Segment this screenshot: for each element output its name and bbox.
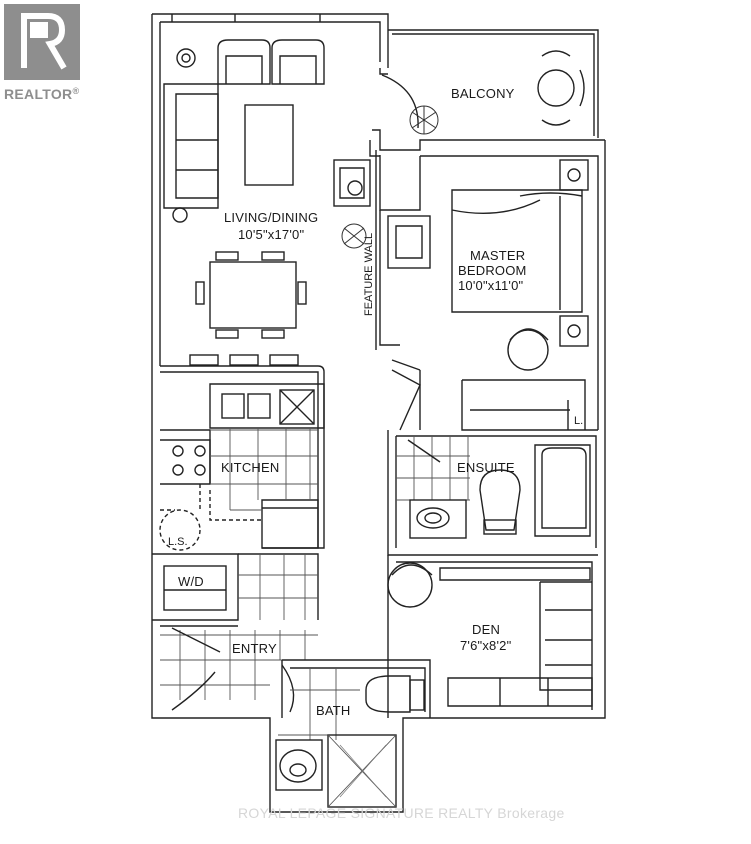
coffee-table: [244, 104, 294, 186]
living-dining-size: 10'5"x17'0": [238, 227, 304, 242]
washer-dryer: [163, 565, 227, 611]
realtor-logo-mark: [4, 4, 80, 80]
realtor-logo: REALTOR®: [4, 4, 80, 102]
realtor-logo-text: REALTOR®: [4, 86, 80, 102]
den-size: 7'6"x8'2": [460, 638, 512, 653]
linen-storage-label: L.S.: [168, 536, 188, 548]
master-bedroom-label-1: MASTER: [470, 248, 525, 263]
wd-label: W/D: [178, 574, 204, 589]
kitchen-label: KITCHEN: [221, 460, 279, 475]
master-bed: [451, 189, 583, 313]
dining-table: [209, 261, 297, 329]
balcony-outline: [388, 29, 599, 138]
ensuite-label: ENSUITE: [457, 460, 515, 475]
feature-wall-label: FEATURE WALL: [363, 233, 375, 316]
exterior-wall-outline: [151, 14, 606, 813]
exterior-wall-top: [152, 13, 389, 68]
linen-closet-label: L.: [574, 415, 583, 427]
entry-label: ENTRY: [232, 641, 277, 656]
den-label: DEN: [472, 622, 500, 637]
master-bedroom-label-2: BEDROOM: [458, 263, 527, 278]
balcony-label: BALCONY: [451, 86, 515, 101]
living-dining-label: LIVING/DINING: [224, 210, 318, 225]
master-bedroom-size: 10'0"x11'0": [458, 278, 523, 293]
brokerage-watermark: ROYAL LEPAGE SIGNATURE REALTY Brokerage: [238, 805, 565, 821]
ensuite-tub: [534, 444, 591, 537]
bath-label: BATH: [316, 703, 351, 718]
